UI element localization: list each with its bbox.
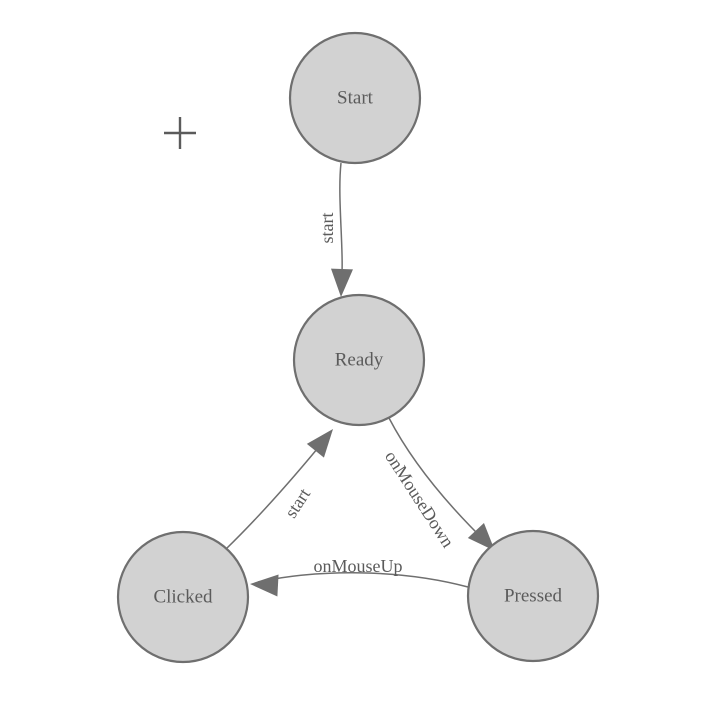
edge-clicked-to-ready[interactable]: start	[225, 429, 333, 550]
state-node-circle[interactable]	[288, 31, 422, 165]
edge-arrowhead	[250, 574, 279, 597]
edge-line[interactable]	[225, 436, 328, 550]
edge-label[interactable]: onMouseDown	[381, 447, 458, 551]
edge-arrowhead	[330, 268, 353, 297]
state-node-pressed[interactable]: Pressed	[466, 529, 600, 663]
state-node-ready[interactable]: Ready	[292, 293, 426, 427]
crosshair-cursor	[164, 117, 196, 149]
edge-pressed-to-clicked[interactable]: onMouseUp	[250, 556, 469, 597]
edge-label[interactable]: onMouseUp	[314, 556, 403, 576]
state-node-circle[interactable]	[292, 293, 426, 427]
edge-label[interactable]: start	[317, 213, 337, 244]
edge-start-to-ready[interactable]: start	[317, 162, 353, 297]
state-node-start[interactable]: Start	[288, 31, 422, 165]
edge-label[interactable]: start	[281, 485, 315, 522]
state-node-circle[interactable]	[116, 530, 250, 664]
state-node-clicked[interactable]: Clicked	[116, 530, 250, 664]
cursor-layer	[164, 117, 196, 149]
state-node-circle[interactable]	[466, 529, 600, 663]
edge-arrowhead	[306, 429, 333, 458]
edge-ready-to-pressed[interactable]: onMouseDown	[381, 417, 495, 551]
edge-line[interactable]	[257, 572, 469, 588]
edge-arrowhead	[467, 523, 495, 551]
